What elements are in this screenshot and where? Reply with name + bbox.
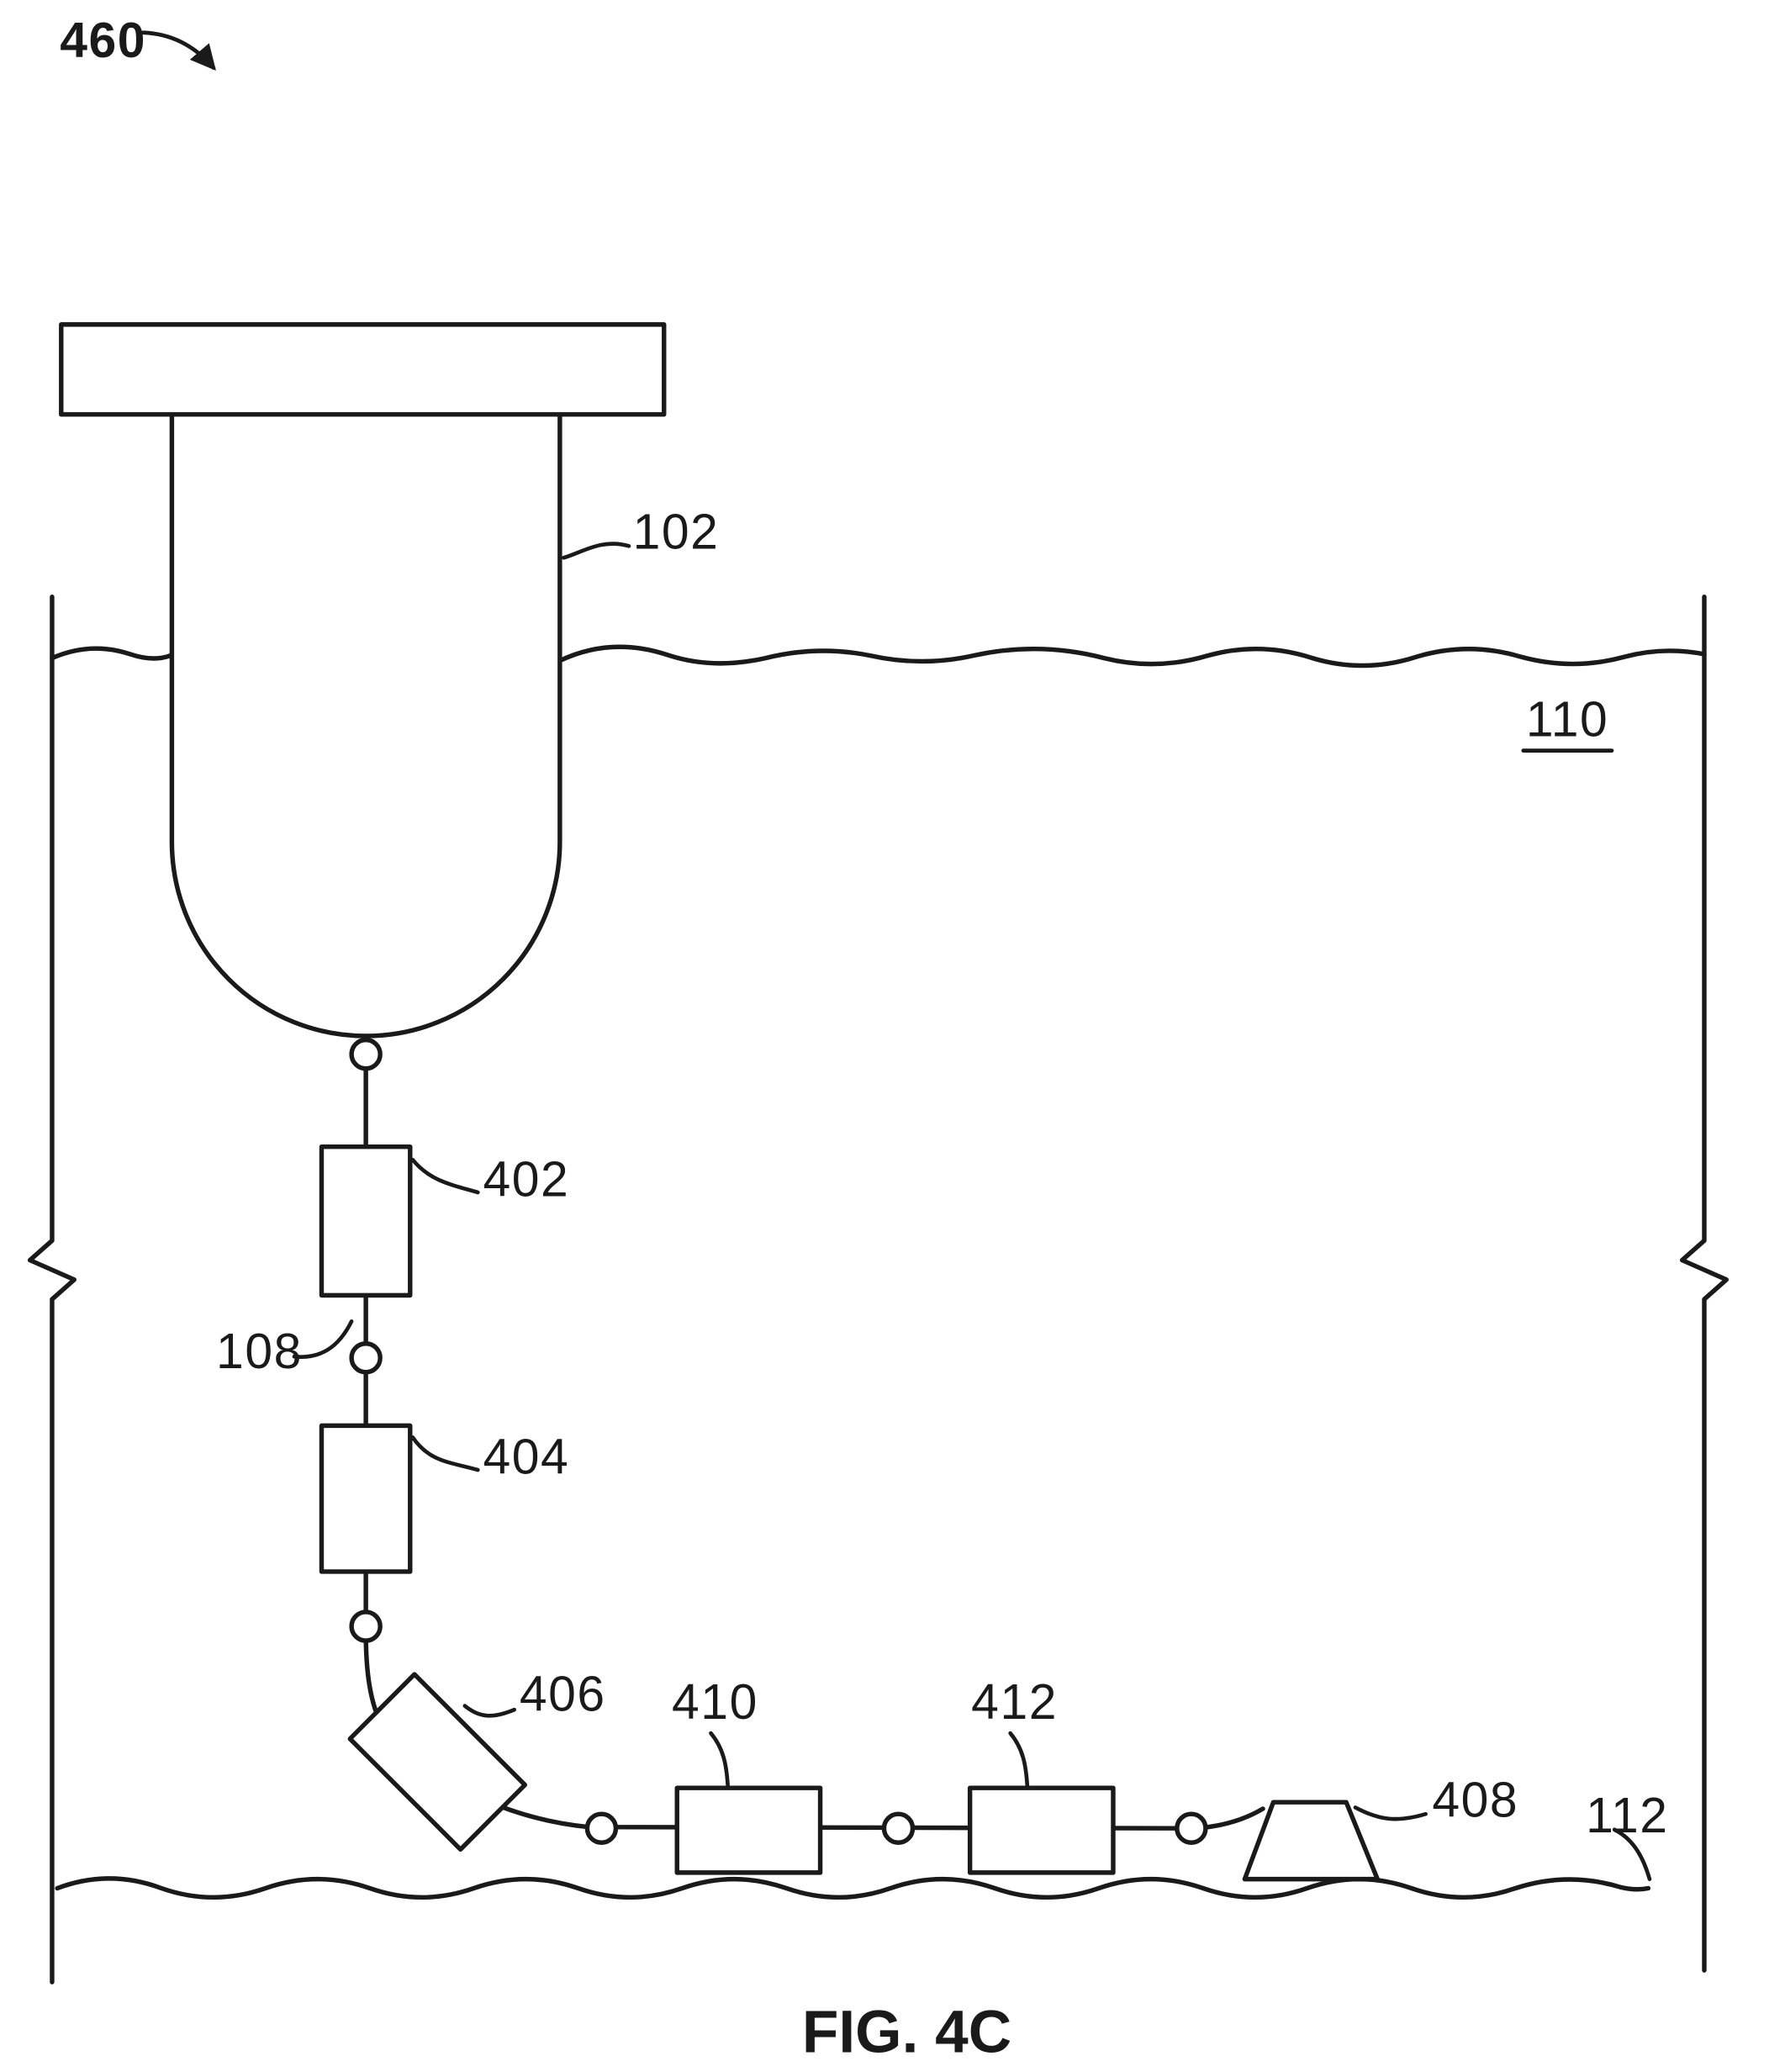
label-108: 108 xyxy=(216,1324,303,1379)
left-boundary-line xyxy=(27,595,77,1985)
leader-line-410 xyxy=(709,1731,730,1788)
anchor-408-trapezoid xyxy=(1242,1800,1381,1882)
label-410: 410 xyxy=(672,1675,758,1730)
shackle-circle-1 xyxy=(349,1037,383,1071)
shackle-circle-4 xyxy=(584,1811,619,1845)
label-460: 460 xyxy=(60,13,146,68)
component-402-box xyxy=(319,1144,413,1298)
waterline-left xyxy=(50,646,173,661)
label-406: 406 xyxy=(520,1668,606,1722)
shackle-circle-3 xyxy=(349,1610,383,1643)
component-404-box xyxy=(319,1423,413,1574)
right-boundary-line xyxy=(1679,595,1730,1973)
component-410-box xyxy=(674,1785,823,1875)
component-406-box xyxy=(347,1672,528,1852)
leader-line-408 xyxy=(1353,1805,1428,1821)
shackle-circle-2 xyxy=(349,1341,383,1375)
vessel-top-cap xyxy=(59,322,667,417)
leader-line-402 xyxy=(410,1157,480,1195)
leader-line-108 xyxy=(292,1319,354,1359)
leader-line-406 xyxy=(462,1704,516,1718)
figure-caption: FIG. 4C xyxy=(802,1999,1011,2066)
label-412: 412 xyxy=(971,1675,1058,1730)
seafloor-line xyxy=(55,1876,1651,1900)
label-408: 408 xyxy=(1432,1773,1518,1827)
label-404: 404 xyxy=(483,1430,569,1485)
label-112: 112 xyxy=(1586,1789,1668,1843)
ref-460-arrow xyxy=(141,30,216,71)
label-402: 402 xyxy=(483,1153,569,1208)
leader-line-404 xyxy=(410,1435,480,1472)
leader-line-112 xyxy=(1612,1827,1652,1881)
vessel-hull xyxy=(169,414,562,1039)
leader-line-412 xyxy=(1008,1731,1030,1788)
shackle-circle-5 xyxy=(881,1811,916,1845)
leader-line-102 xyxy=(562,542,631,560)
label-110: 110 xyxy=(1526,693,1608,748)
component-412-box xyxy=(967,1785,1116,1875)
waterline-right xyxy=(557,644,1707,669)
label-102: 102 xyxy=(633,505,720,559)
shackle-circle-6 xyxy=(1175,1811,1208,1845)
